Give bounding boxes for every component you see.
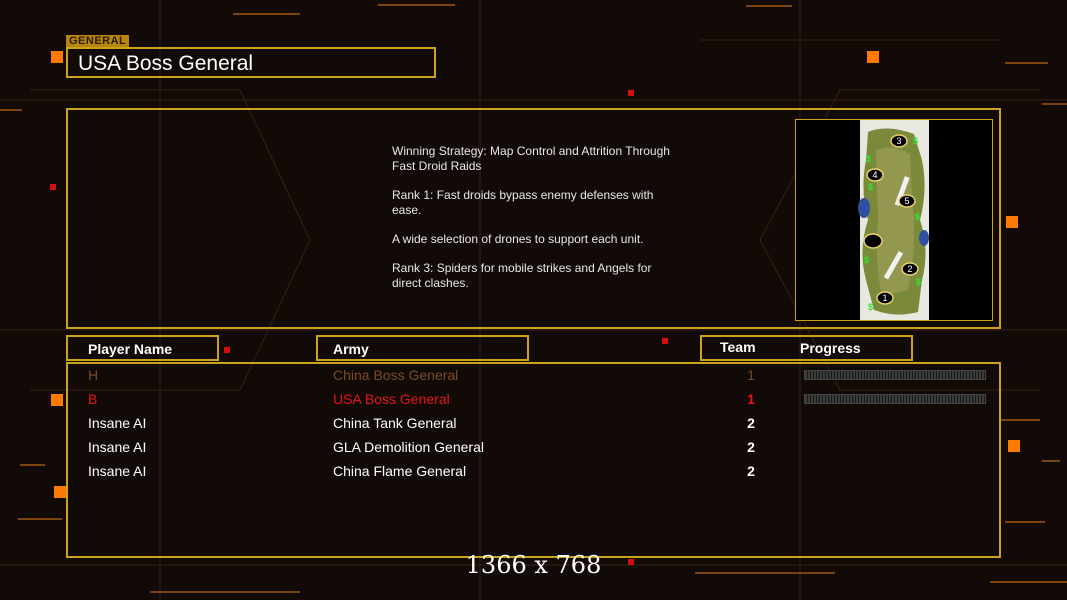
- player-row: Insane AI GLA Demolition General 2: [68, 436, 999, 460]
- rank1-text: Rank 1: Fast droids bypass enemy defense…: [392, 188, 654, 217]
- player-army: China Tank General: [333, 415, 457, 431]
- progress-bar: [804, 394, 986, 404]
- drones-text: A wide selection of drones to support ea…: [392, 232, 644, 246]
- general-tag: GENERAL: [66, 35, 130, 48]
- rank3-text: Rank 3: Spiders for mobile strikes and A…: [392, 261, 652, 290]
- column-header-player-name: Player Name: [66, 335, 219, 361]
- progress-bar: [804, 370, 986, 380]
- map-start-5: 5: [904, 196, 909, 206]
- map-start-4: 4: [872, 170, 877, 180]
- map-preview-image: 3 4 5 2 1 $ $ $ $ $ $ $: [858, 120, 929, 320]
- player-team: 1: [747, 391, 755, 407]
- player-army: China Boss General: [333, 367, 459, 383]
- supply-icon: $: [915, 212, 920, 222]
- player-army: GLA Demolition General: [333, 439, 484, 455]
- map-start-2: 2: [907, 264, 912, 274]
- column-header-team-progress: Team Progress: [700, 335, 913, 361]
- map-start-3: 3: [896, 136, 901, 146]
- player-name: H: [88, 367, 99, 383]
- progress-header: Progress: [800, 340, 861, 356]
- supply-icon: $: [868, 302, 873, 312]
- general-info-panel: Winning Strategy: Map Control and Attrit…: [66, 108, 1001, 329]
- supply-icon: $: [913, 136, 918, 146]
- player-army: China Flame General: [333, 463, 467, 479]
- player-row: Insane AI China Flame General 2: [68, 460, 999, 484]
- supply-icon: $: [864, 255, 869, 265]
- player-name: Insane AI: [88, 463, 147, 479]
- map-preview: 3 4 5 2 1 $ $ $ $ $ $ $: [795, 119, 993, 321]
- player-name: B: [88, 391, 98, 407]
- general-title-box: USA Boss General: [66, 47, 436, 78]
- resolution-label: 1366 x 768: [465, 551, 602, 579]
- player-row: H China Boss General 1: [68, 364, 999, 388]
- army-header: Army: [333, 341, 369, 357]
- general-title: USA Boss General: [78, 52, 254, 75]
- player-row: B USA Boss General 1: [68, 388, 999, 412]
- player-team: 1: [747, 367, 755, 383]
- player-team: 2: [747, 415, 755, 431]
- player-name: Insane AI: [88, 439, 147, 455]
- column-header-army: Army: [316, 335, 529, 361]
- map-start-1: 1: [882, 293, 887, 303]
- team-header: Team: [720, 339, 756, 355]
- player-team: 2: [747, 439, 755, 455]
- player-list: H China Boss General 1 B USA Boss Genera…: [66, 362, 1001, 558]
- supply-icon: $: [916, 277, 921, 287]
- supply-icon: $: [866, 154, 871, 164]
- player-row: Insane AI China Tank General 2: [68, 412, 999, 436]
- player-name: Insane AI: [88, 415, 147, 431]
- strategy-text: Winning Strategy: Map Control and Attrit…: [392, 144, 670, 173]
- supply-icon: $: [868, 182, 873, 192]
- player-name-header: Player Name: [88, 341, 173, 357]
- general-description: Winning Strategy: Map Control and Attrit…: [392, 144, 722, 305]
- player-army: USA Boss General: [333, 391, 450, 407]
- player-team: 2: [747, 463, 755, 479]
